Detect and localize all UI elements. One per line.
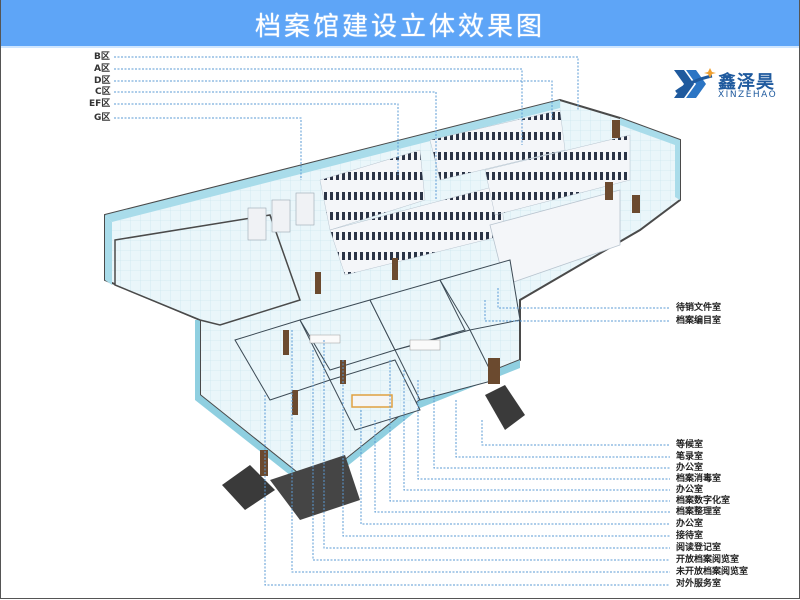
- room-label-cataloging: 档案编目室: [676, 316, 722, 326]
- zone-label-b: B区: [94, 52, 110, 62]
- room-label-public-service: 对外服务室: [676, 579, 722, 589]
- page-title: 档案馆建设立体效果图: [254, 12, 545, 42]
- zone-label-g: G区: [94, 113, 111, 123]
- room-label-office-2: 办公室: [676, 485, 704, 495]
- room-label-waiting: 等候室: [676, 440, 704, 450]
- room-label-digitization: 档案数字化室: [676, 496, 731, 506]
- room-label-sorting: 档案整理室: [676, 507, 722, 517]
- zone-leader-lines: [114, 56, 579, 200]
- entrance-stairs: [222, 385, 525, 520]
- upper-room-leader-lines: [484, 288, 670, 322]
- zone-label-d: D区: [94, 76, 111, 86]
- room-label-reading-registration: 阅读登记室: [676, 543, 722, 553]
- office-rooms: [234, 259, 521, 431]
- room-label-office-3: 办公室: [676, 519, 704, 529]
- lower-room-leader-lines: [264, 330, 670, 586]
- room-label-open-reading: 开放档案阅览室: [676, 555, 740, 565]
- zone-label-ef: EF区: [89, 99, 111, 109]
- logo-name-cn: 鑫泽昊: [718, 72, 775, 93]
- company-logo: 鑫泽昊 XINZEHAO: [672, 66, 792, 106]
- storage-shelving-zones: [247, 109, 631, 286]
- room-label-restricted-reading: 未开放档案阅览室: [676, 567, 749, 577]
- room-label-transcript: 笔录室: [676, 452, 704, 462]
- logo-name-en: XINZEHAO: [718, 90, 778, 100]
- title-banner: 档案馆建设立体效果图: [0, 0, 800, 48]
- zone-label-c: C区: [95, 87, 111, 97]
- room-label-office-1: 办公室: [676, 463, 704, 473]
- room-label-disinfection: 档案消毒室: [676, 474, 722, 484]
- room-label-reception: 接待室: [676, 531, 704, 541]
- xzh-logo-mark-icon: [674, 68, 716, 98]
- room-label-pending-destruction: 待销文件室: [676, 303, 722, 313]
- zone-label-a: A区: [94, 64, 110, 74]
